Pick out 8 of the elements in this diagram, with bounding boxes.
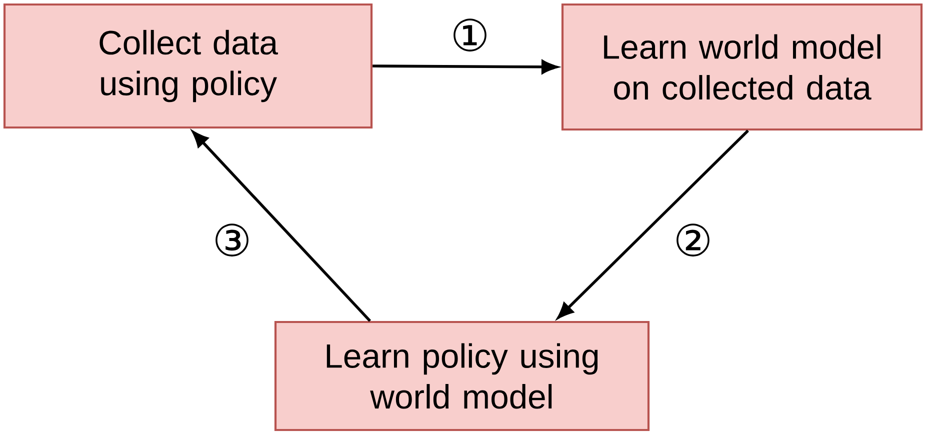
edge-label: ①	[446, 15, 494, 55]
arrow	[192, 131, 372, 322]
edge-label: ③	[208, 220, 256, 260]
process-box: Learn world model on collected data	[561, 3, 923, 131]
process-box: Collect data using policy	[3, 3, 373, 129]
process-box: Learn policy using world model	[274, 320, 650, 432]
edge-label: ②	[670, 220, 716, 260]
arrow	[557, 130, 749, 319]
